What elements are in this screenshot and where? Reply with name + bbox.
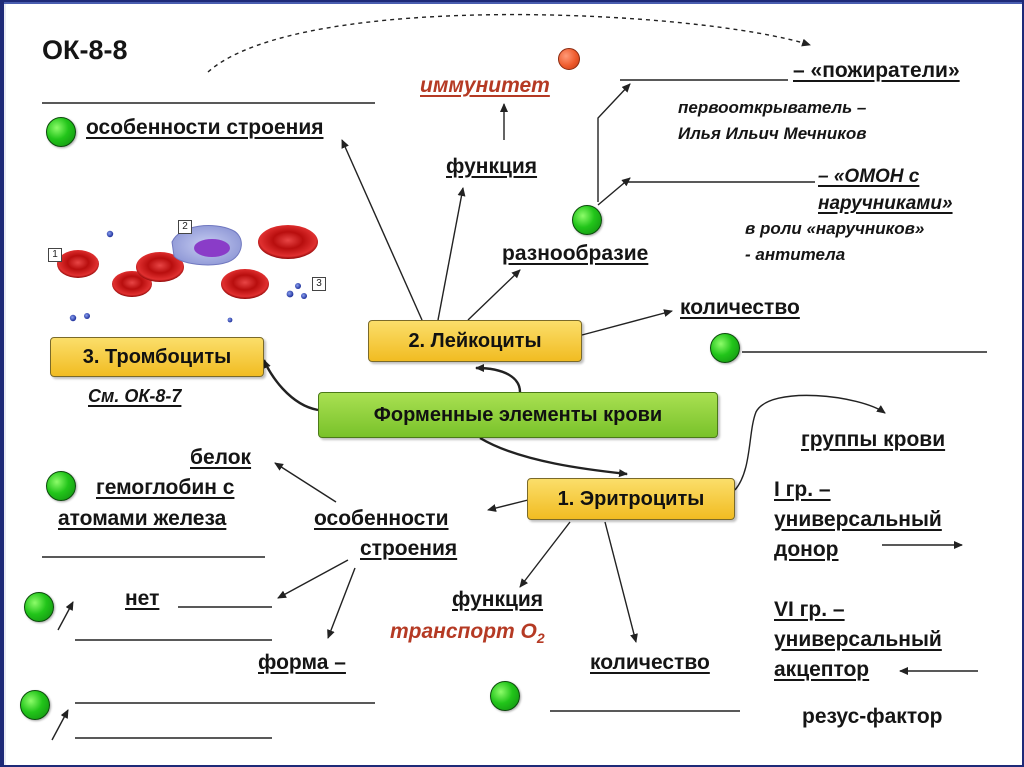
discoverer-line1: первооткрыватель – bbox=[678, 98, 867, 117]
transport-subscript: 2 bbox=[536, 630, 545, 647]
hemoglobin-line1: гемоглобин с bbox=[96, 476, 235, 499]
platelet bbox=[106, 230, 114, 238]
white-blood-cell-nucleus bbox=[194, 239, 230, 257]
transport-label: транспорт О2 bbox=[390, 620, 545, 647]
green-marker bbox=[710, 333, 740, 363]
platelet bbox=[227, 317, 233, 323]
protein-label: белок bbox=[190, 446, 252, 469]
red-blood-cell bbox=[258, 225, 318, 259]
omon-line2: наручниками» bbox=[818, 193, 953, 214]
shape-label: форма – bbox=[258, 651, 346, 674]
green-marker bbox=[490, 681, 520, 711]
dashed-arc bbox=[207, 13, 811, 73]
green-marker bbox=[20, 690, 50, 720]
center-node: Форменные элементы крови bbox=[318, 392, 718, 438]
red-blood-cell bbox=[221, 269, 269, 299]
leuko-quantity-label: количество bbox=[680, 296, 800, 319]
green-marker bbox=[572, 205, 602, 235]
figure-label-3: 3 bbox=[312, 277, 326, 291]
green-marker bbox=[46, 117, 76, 147]
group4-line3: акцептор bbox=[774, 658, 870, 681]
platelets-reference: См. ОК-8-7 bbox=[88, 386, 182, 406]
leuko-structure-label: особенности строения bbox=[86, 116, 324, 139]
erythro-quantity-label: количество bbox=[590, 651, 710, 674]
red-blood-cell bbox=[136, 252, 184, 282]
platelet bbox=[84, 313, 90, 319]
green-marker bbox=[24, 592, 54, 622]
leukocytes-node: 2. Лейкоциты bbox=[368, 320, 582, 362]
diversity-label: разнообразие bbox=[502, 242, 649, 265]
immunity-label: иммунитет bbox=[420, 74, 550, 97]
figure-label-1: 1 bbox=[48, 248, 62, 262]
group4-line1: VI гр. – bbox=[774, 598, 845, 621]
leuko-function-label: функция bbox=[446, 155, 538, 178]
group1-line2: универсальный bbox=[774, 508, 942, 531]
red-marker bbox=[558, 48, 580, 70]
erythro-structure-line2: строения bbox=[360, 537, 458, 560]
platelet bbox=[286, 290, 294, 298]
platelet bbox=[301, 293, 307, 299]
erythro-function-label: функция bbox=[452, 588, 544, 611]
platelet bbox=[69, 314, 77, 322]
platelets-node: 3. Тромбоциты bbox=[50, 337, 264, 377]
green-marker bbox=[46, 471, 76, 501]
platelet bbox=[295, 283, 301, 289]
red-blood-cell bbox=[112, 271, 152, 297]
blood-groups-label: группы крови bbox=[801, 428, 946, 451]
blood-cells-illustration bbox=[57, 225, 318, 323]
window-top-edge bbox=[0, 0, 1024, 4]
absent-label: нет bbox=[125, 587, 160, 610]
hemoglobin-line2: атомами железа bbox=[58, 507, 227, 530]
group1-line1: I гр. – bbox=[774, 478, 831, 501]
handcuffs-line2: - антитела bbox=[745, 245, 846, 264]
handcuffs-line1: в роли «наручников» bbox=[745, 219, 925, 238]
erythrocytes-node: 1. Эритроциты bbox=[527, 478, 735, 520]
red-blood-cell bbox=[57, 250, 99, 278]
figure-label-2: 2 bbox=[178, 220, 192, 234]
group4-line2: универсальный bbox=[774, 628, 942, 651]
group1-line3: донор bbox=[774, 538, 839, 561]
discoverer-line2: Илья Ильич Мечников bbox=[678, 124, 867, 143]
omon-line1: – «ОМОН с bbox=[818, 166, 920, 187]
erythro-structure-line1: особенности bbox=[314, 507, 449, 530]
page-title: ОК-8-8 bbox=[42, 35, 128, 65]
rhesus-label: резус-фактор bbox=[802, 705, 943, 728]
phagocytes-label: – «пожиратели» bbox=[793, 59, 960, 82]
